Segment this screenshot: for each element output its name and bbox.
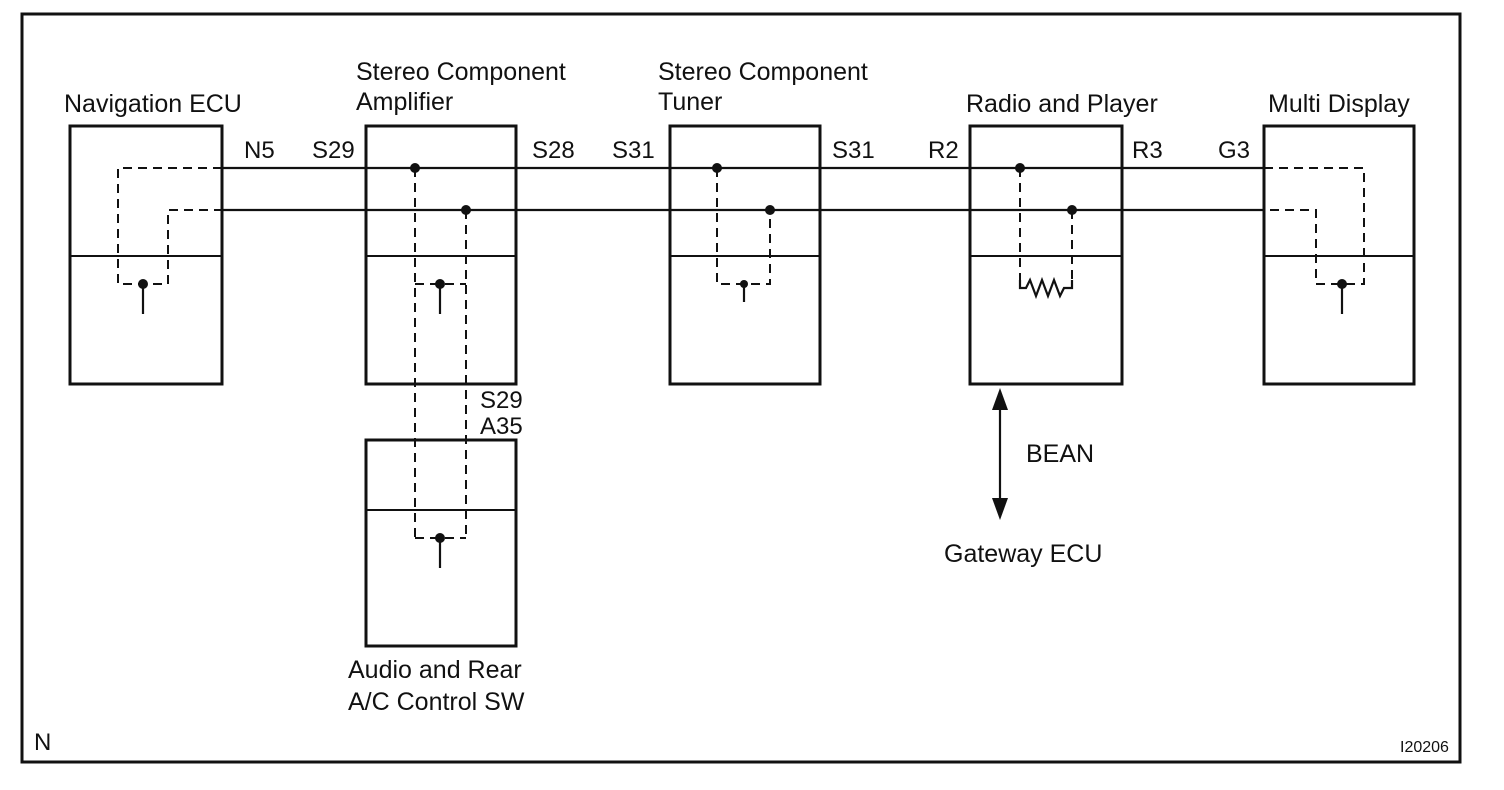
bus-label-bean: BEAN bbox=[1026, 440, 1094, 468]
label-radio-player: Radio and Player bbox=[966, 90, 1158, 118]
radio-player-box bbox=[968, 124, 1124, 386]
label-stereo-amplifier-line2: Amplifier bbox=[356, 88, 453, 116]
navigation-ecu-box bbox=[68, 124, 224, 386]
label-multi-display: Multi Display bbox=[1268, 90, 1410, 118]
multi-display-box bbox=[1262, 124, 1416, 386]
label-stereo-amplifier-line1: Stereo Component bbox=[356, 58, 566, 86]
connector-n5: N5 bbox=[244, 137, 275, 164]
label-navigation-ecu: Navigation ECU bbox=[64, 90, 242, 118]
label-gateway-ecu: Gateway ECU bbox=[944, 540, 1102, 568]
connector-a35: A35 bbox=[480, 413, 523, 440]
label-audio-rear-ac-line2: A/C Control SW bbox=[348, 688, 525, 716]
resistor-symbol bbox=[1018, 276, 1074, 300]
stereo-tuner-box bbox=[668, 124, 822, 386]
bean-bus-arrow bbox=[992, 388, 1008, 520]
connector-s29-amp: S29 bbox=[312, 137, 355, 164]
connector-s31-left: S31 bbox=[612, 137, 655, 164]
label-stereo-tuner-line2: Tuner bbox=[658, 88, 722, 116]
connector-g3: G3 bbox=[1218, 137, 1250, 164]
audio-rear-ac-box bbox=[364, 438, 518, 648]
connector-s31-right: S31 bbox=[832, 137, 875, 164]
figure-code: I20206 bbox=[1400, 739, 1449, 756]
diagram-frame bbox=[20, 12, 1462, 764]
connector-s29-lower: S29 bbox=[480, 387, 523, 414]
stereo-amplifier-box bbox=[364, 124, 518, 538]
label-stereo-tuner-line1: Stereo Component bbox=[658, 58, 868, 86]
connector-r2: R2 bbox=[928, 137, 959, 164]
connector-s28: S28 bbox=[532, 137, 575, 164]
connector-r3: R3 bbox=[1132, 137, 1163, 164]
label-audio-rear-ac-line1: Audio and Rear bbox=[348, 656, 522, 684]
corner-label-n: N bbox=[34, 729, 51, 756]
